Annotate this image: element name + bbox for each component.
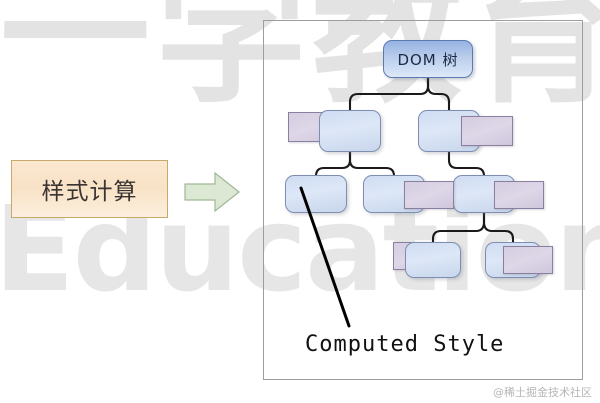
dom-tree-panel xyxy=(263,20,583,380)
computed-style-chip xyxy=(461,116,513,146)
tree-connectors xyxy=(314,76,515,244)
computed-style-chip xyxy=(404,181,454,209)
computed-style-chip xyxy=(503,246,553,274)
tree-node xyxy=(405,242,461,278)
style-calculation-box: 样式计算 xyxy=(11,160,168,218)
dom-tree-root-node: DOM 树 xyxy=(383,40,473,78)
style-calculation-label: 样式计算 xyxy=(41,179,138,205)
right-arrow-icon xyxy=(184,171,240,213)
source-credit: @稀土掘金技术社区 xyxy=(493,386,592,399)
tree-node xyxy=(319,110,381,152)
dom-tree-root-label: DOM 树 xyxy=(397,50,459,69)
computed-style-caption: Computed Style xyxy=(305,332,505,357)
computed-style-chip xyxy=(494,181,544,209)
tree-node xyxy=(285,175,347,213)
